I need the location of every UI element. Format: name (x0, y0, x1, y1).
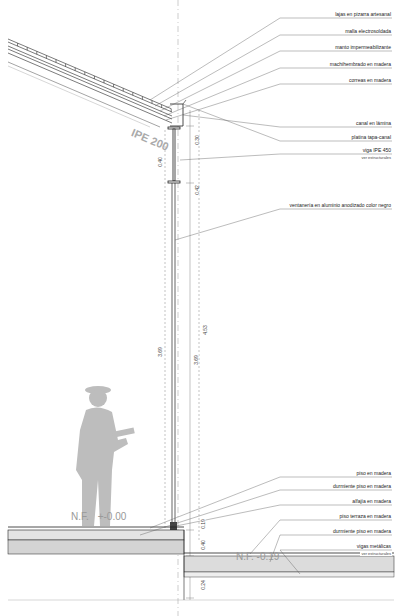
material-callout: malla electrosoldada (344, 29, 392, 34)
material-callout: ver estructurales (360, 552, 392, 556)
dimension-text: 0.40 (158, 156, 163, 168)
slate-tile (56, 60, 66, 67)
slate-tile (8, 39, 18, 46)
slate-tile (75, 68, 85, 75)
leader-line (150, 477, 392, 528)
material-callout: piso terraza en madera (339, 514, 392, 519)
dimension-text: 0.24 (201, 579, 206, 591)
leader-line (150, 18, 392, 100)
slate-tile (114, 84, 124, 91)
dimension-text: 0.40 (201, 539, 206, 551)
slate-tile (104, 80, 114, 87)
slate-tile (123, 88, 133, 95)
leader-line (164, 68, 392, 116)
slate-tile (85, 72, 95, 79)
dimension-text: 0.42 (195, 184, 200, 196)
slate-tile (66, 64, 76, 71)
leader-line (250, 520, 392, 554)
slate-tile (142, 96, 152, 103)
material-callout: canal en lámina (355, 121, 392, 126)
dimension-text: 4.53 (203, 324, 208, 336)
level-mark: N.F. (71, 512, 89, 522)
slate-tile (162, 105, 172, 112)
leader-line (180, 154, 392, 160)
material-callout: lajas en pizarra artesanal (334, 12, 392, 17)
material-callout: durmiente piso en madera (332, 529, 392, 534)
dimension-text: 3.69 (194, 354, 199, 366)
dimension-text: 0.19 (201, 518, 206, 530)
slate-tile (27, 47, 37, 54)
leader-line (175, 209, 392, 240)
material-callout: durmiente piso en madera (332, 484, 392, 489)
slate-tile (152, 101, 162, 108)
leader-line (183, 104, 392, 141)
slate-tile (18, 43, 28, 50)
slate-tile (37, 51, 47, 58)
slate-tile (94, 76, 104, 83)
level-mark: +-0.00 (98, 512, 127, 522)
leader-line (183, 115, 392, 127)
dimension-text: 3.69 (158, 346, 163, 358)
level-mark: N.F. (236, 552, 254, 562)
leader-line (280, 550, 392, 574)
material-callout: manto impermeabilizante (334, 45, 392, 50)
slate-tile (46, 55, 56, 62)
leader-line (176, 505, 392, 526)
material-callout: platina tapa-canal (351, 135, 392, 140)
material-callout: ventanería en aluminio anodizado color n… (289, 203, 392, 208)
leader-line (140, 490, 392, 535)
material-callout: correas en madera (348, 78, 392, 83)
material-callout: ver estructurales (360, 156, 392, 160)
leader-line (270, 535, 392, 562)
material-callout: machihembrado en madera (329, 62, 392, 67)
dimension-text: 0.30 (195, 134, 200, 146)
level-mark: -0.19 (257, 552, 280, 562)
leader-line (160, 51, 392, 111)
beam-tag: IPE 200 (130, 127, 170, 152)
slate-tile (133, 92, 143, 99)
material-callout: alfajía en madera (351, 499, 392, 504)
material-callout: viga IPE 450 (362, 148, 392, 153)
material-callout: vigas metálicas (356, 544, 392, 549)
leader-line (166, 84, 392, 120)
material-callout: piso en madera (356, 471, 392, 476)
